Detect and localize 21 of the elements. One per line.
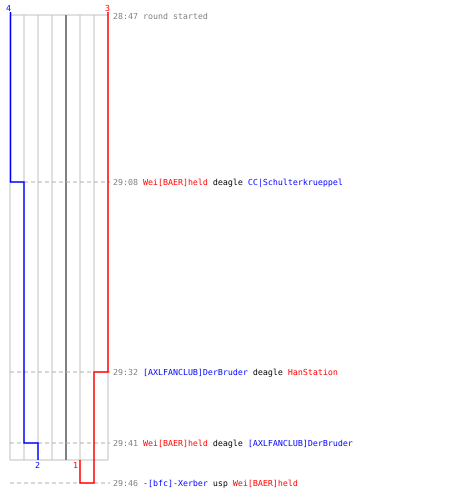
team-count: 3 [105,3,110,13]
player-name: Wei[BAER]held [142,177,208,187]
team-count: 2 [35,460,40,470]
team-count: 4 [6,3,11,13]
weapon-name: deagle [212,177,243,187]
weapon-name: deagle [212,438,243,448]
timestamp: 29:08 [113,177,138,187]
timestamp: 29:41 [113,438,138,448]
player-name: Wei[BAER]held [232,478,298,488]
player-name: [AXLFANCLUB]DerBruder [248,438,353,448]
weapon-name: usp [212,478,228,488]
player-name: HanStation [288,367,338,377]
event-text: 28:47 round started [113,11,208,21]
player-name: [AXLFANCLUB]DerBruder [142,367,248,377]
timestamp: 29:46 [113,478,138,488]
weapon-name: deagle [252,367,283,377]
team-count: 1 [73,460,78,470]
player-name: Wei[BAER]held [142,438,208,448]
timestamp: 29:32 [113,367,138,377]
player-name: CC|Schulterkrueppel [248,177,343,187]
player-name: -[bfc]-Xerber [142,478,208,488]
